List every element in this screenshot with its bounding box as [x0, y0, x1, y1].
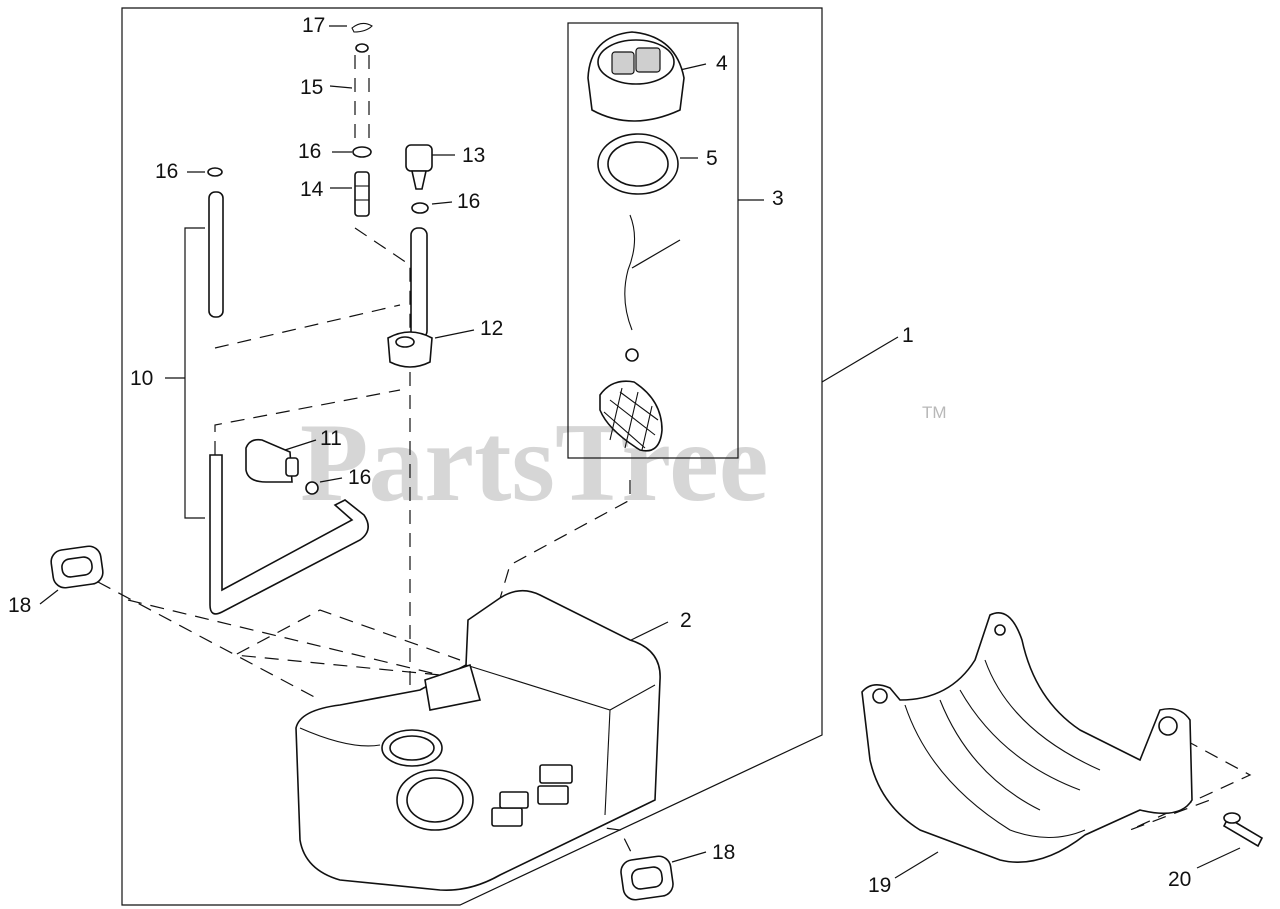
callout-16-filter: 16 [457, 190, 480, 213]
leader-16c [431, 201, 453, 205]
fuel-line-bracket [184, 227, 205, 519]
clip-part [351, 22, 373, 33]
ring-part [355, 43, 369, 53]
assembly-dash-3 [214, 389, 401, 455]
o-ring-part-4 [305, 481, 319, 495]
callout-12: 12 [480, 317, 503, 340]
callout-14: 14 [300, 178, 324, 201]
watermark-trademark: TM [922, 403, 947, 422]
callout-2: 2 [680, 609, 692, 632]
callout-5: 5 [706, 147, 718, 170]
callout-3: 3 [772, 187, 784, 210]
screw-part [1222, 812, 1264, 848]
callout-13: 13 [462, 144, 485, 167]
pickup-tube [410, 227, 428, 339]
leader-18b [671, 851, 707, 863]
o-ring-part-2 [411, 202, 429, 214]
fuel-tank-part [295, 589, 661, 892]
leader-11 [284, 439, 317, 451]
assembly-dash-2 [214, 304, 401, 349]
leader-4 [679, 63, 707, 71]
leader-16d [319, 477, 343, 483]
assembly-frame [121, 7, 823, 906]
callout-20: 20 [1168, 868, 1191, 891]
callout-19: 19 [868, 874, 891, 897]
rubber-grommet-right [620, 855, 674, 901]
assembly-dash-7 [127, 599, 461, 676]
callout-15: 15 [300, 76, 323, 99]
leader-18a [39, 589, 59, 605]
callout-16-primer: 16 [348, 466, 371, 489]
callout-1: 1 [902, 324, 914, 347]
retainer-strap-part [624, 214, 636, 331]
o-ring-part-3 [207, 167, 223, 177]
assembly-dash-6 [97, 581, 321, 701]
connector-part [354, 171, 370, 217]
callout-16-tube: 16 [298, 140, 321, 163]
leader-19 [894, 851, 939, 879]
rubber-grommet-left [50, 545, 104, 589]
fuel-hose-lower [209, 454, 369, 615]
filter-part [405, 144, 433, 172]
fuel-filter-part [245, 438, 293, 483]
leader-12 [434, 329, 475, 339]
o-ring-part [352, 146, 372, 158]
callout-4: 4 [716, 52, 728, 75]
watermark-text: PartsTree [300, 401, 769, 525]
cap-assembly-box [567, 22, 739, 459]
callout-18-right: 18 [712, 841, 735, 864]
callout-11: 11 [320, 427, 342, 450]
callout-17: 17 [302, 14, 325, 37]
assembly-dash-1 [354, 227, 411, 340]
fuel-hose-upper [208, 191, 224, 318]
leader-1 [821, 336, 899, 383]
leader-15 [329, 85, 353, 89]
fuel-tank-guard-part [861, 612, 1193, 863]
leader-2 [626, 621, 669, 643]
callout-10: 10 [130, 367, 153, 390]
callout-18-left: 18 [8, 594, 31, 617]
leader-20 [1196, 847, 1241, 869]
callout-16-hose: 16 [155, 160, 178, 183]
